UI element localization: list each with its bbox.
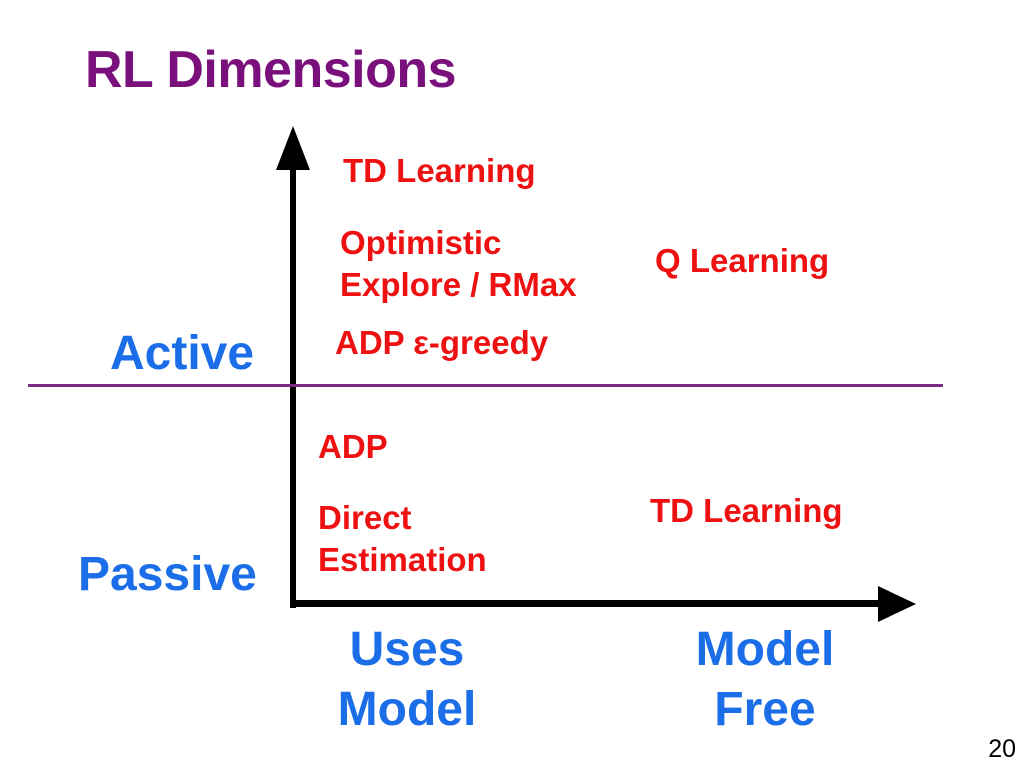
- label-adp: ADP: [318, 428, 388, 465]
- label-adp-epsilon-greedy: ADP ε-greedy: [335, 324, 549, 361]
- x-axis-line: [290, 600, 882, 607]
- label-line: Optimistic: [340, 224, 502, 261]
- label-line: Free: [714, 683, 816, 736]
- label-td-learning-active: TD Learning: [343, 152, 536, 189]
- axis-label-passive: Passive: [78, 548, 257, 601]
- axis-label-active: Active: [110, 327, 255, 380]
- active-passive-divider: [28, 384, 943, 387]
- label-line: Direct: [318, 499, 412, 536]
- label-td-learning-passive: TD Learning: [650, 492, 843, 529]
- label-line: Model: [337, 683, 477, 736]
- label-line: Uses: [349, 623, 465, 676]
- label-line: Estimation: [318, 541, 487, 578]
- page-number: 20: [988, 735, 1016, 763]
- axis-label-model-free: Model Free: [645, 620, 885, 740]
- arrow-right-icon: [878, 586, 916, 622]
- axis-label-uses-model: Uses Model: [287, 620, 527, 740]
- label-q-learning: Q Learning: [655, 242, 830, 279]
- label-line: Explore / RMax: [340, 266, 577, 303]
- label-optimistic-explore-rmax: Optimistic Explore / RMax: [340, 222, 577, 306]
- label-line: Model: [695, 623, 835, 676]
- arrow-up-icon: [276, 126, 310, 170]
- label-direct-estimation: Direct Estimation: [318, 497, 487, 581]
- page-title: RL Dimensions: [85, 41, 457, 99]
